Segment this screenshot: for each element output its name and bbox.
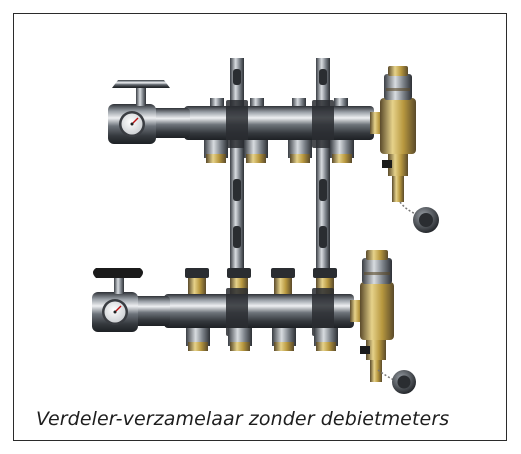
thermometer-gauge-top: [119, 111, 145, 137]
black-valve-handle: [93, 268, 143, 278]
figure-caption: Verdeler-verzamelaar zonder debietmeters: [36, 408, 450, 430]
thermometer-gauge-bottom: [102, 299, 128, 325]
top-manifold-upper-ports: [210, 98, 348, 108]
bottom-manifold-bar: [164, 294, 354, 328]
top-manifold: [108, 66, 439, 233]
figure-frame: Verdeler-verzamelaar zonder debietmeters: [13, 13, 507, 441]
top-manifold-outlets: [204, 140, 354, 163]
bottom-manifold: [92, 250, 416, 394]
top-manifold-bar: [184, 106, 374, 140]
bottom-manifold-valve-inserts: [185, 268, 337, 298]
bottom-manifold-outlets: [186, 328, 338, 351]
manifold-photo: [92, 58, 439, 394]
